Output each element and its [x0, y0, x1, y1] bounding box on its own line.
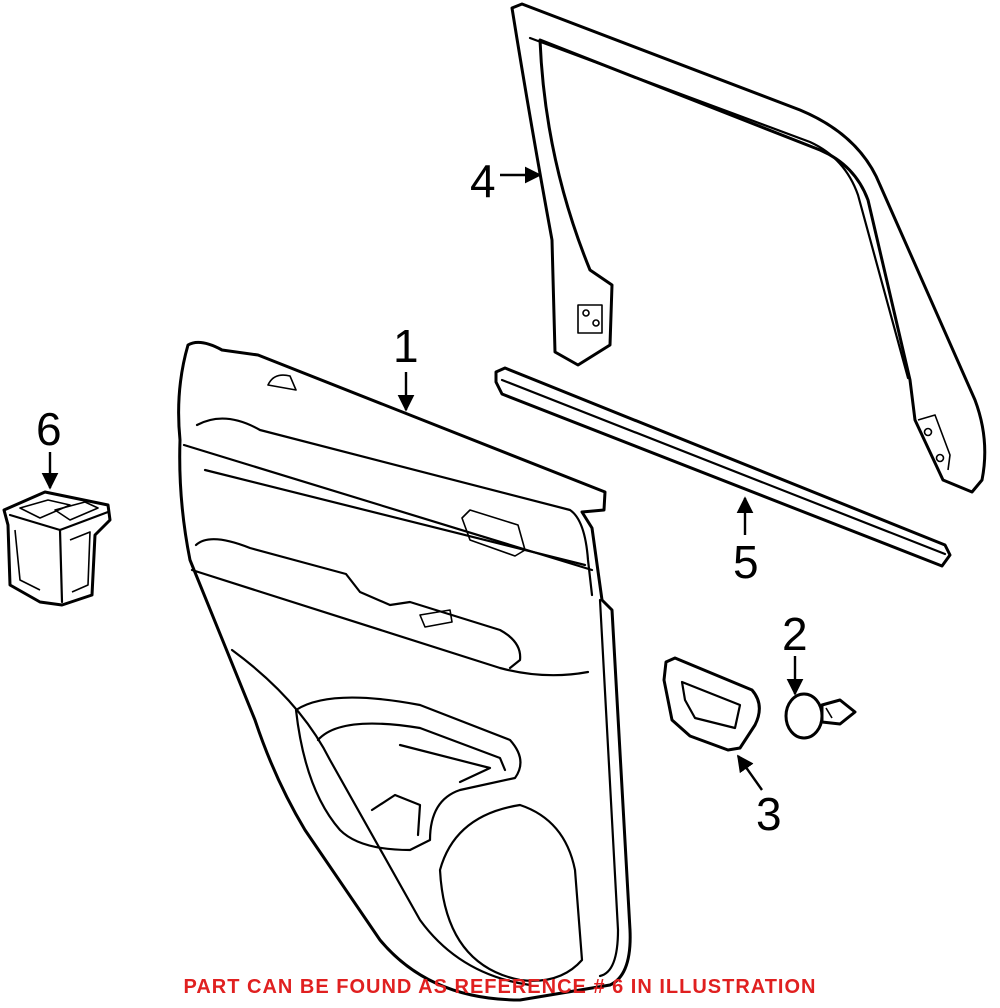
callout-2: 2 [782, 608, 808, 696]
door-handle-bezel [662, 656, 761, 752]
window-switch [2, 490, 112, 607]
callout-label-3: 3 [756, 788, 782, 840]
belt-weatherstrip [494, 366, 952, 568]
callout-5: 5 [733, 496, 759, 588]
callout-label-4: 4 [470, 155, 496, 207]
leader-arrow-3 [737, 754, 763, 791]
push-pin-clip [784, 692, 857, 740]
callout-3: 3 [737, 754, 782, 840]
callout-label-6: 6 [36, 403, 62, 455]
footer-note: PART CAN BE FOUND AS REFERENCE # 6 IN IL… [183, 976, 817, 998]
window-channel-frame [510, 2, 987, 494]
callout-label-5: 5 [733, 536, 759, 588]
callout-label-1: 1 [393, 320, 419, 372]
door-trim-panel [177, 340, 632, 1002]
callout-4: 4 [470, 155, 542, 207]
callout-6: 6 [36, 403, 62, 490]
callout-label-2: 2 [782, 608, 808, 660]
callout-1: 1 [393, 320, 419, 412]
